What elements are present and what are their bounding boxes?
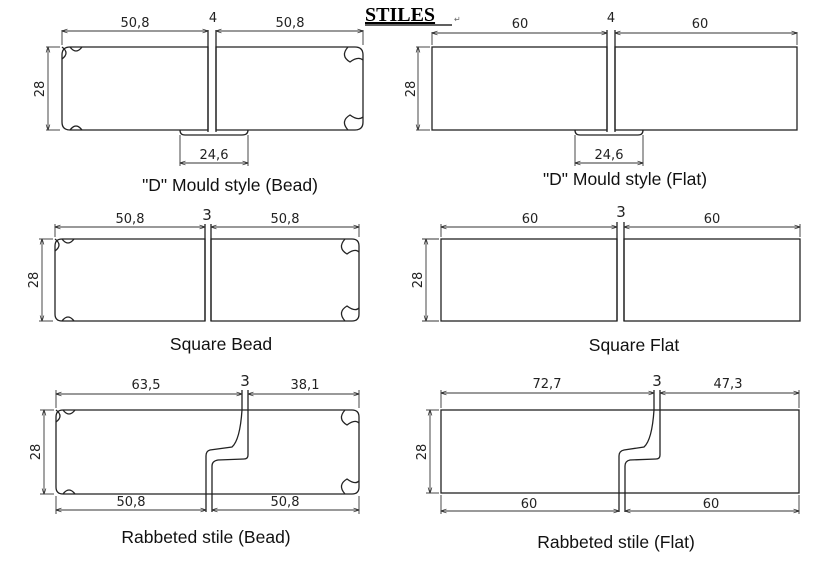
caption-d-mould-flat: "D" Mould style (Flat) xyxy=(543,169,707,189)
dim-height: 28 xyxy=(29,444,44,461)
caption-rabbeted-bead: Rabbeted stile (Bead) xyxy=(121,527,290,547)
stile-profile-right xyxy=(215,46,364,131)
paragraph-mark: ↵ xyxy=(454,15,461,24)
dim-left-width: 60 xyxy=(512,17,529,32)
dim-height: 28 xyxy=(33,81,48,98)
dim-bottom-left-width: 50,8 xyxy=(117,495,146,510)
dimension-height: 28 xyxy=(27,239,53,321)
dimension-height: 28 xyxy=(404,47,430,130)
dim-left-width: 50,8 xyxy=(116,212,145,227)
caption-square-bead: Square Bead xyxy=(170,334,272,354)
stile-profile-left xyxy=(54,238,206,322)
diagram-rabbeted-bead: 63,5 3 38,1 50,8 50,8 28 Rabbeted stile … xyxy=(29,372,360,547)
dim-top-left-width: 72,7 xyxy=(533,377,562,392)
rabbet-joint-line xyxy=(618,390,661,512)
stile-outline xyxy=(440,409,800,494)
stile-outline xyxy=(55,409,360,495)
dim-right-width: 50,8 xyxy=(276,16,305,31)
stile-profile-right xyxy=(210,238,360,322)
dim-right-width: 50,8 xyxy=(271,212,300,227)
dim-bottom-right-width: 50,8 xyxy=(271,495,300,510)
dim-left-width: 60 xyxy=(522,212,539,227)
caption-square-flat: Square Flat xyxy=(589,335,680,355)
diagram-d-mould-flat: 60 4 60 28 24,6 "D" Mould style (Flat) xyxy=(404,11,798,189)
tongue-profile xyxy=(574,129,644,136)
dimension-height: 28 xyxy=(415,410,439,493)
dimension-height: 28 xyxy=(29,410,54,494)
caption-d-mould-bead: "D" Mould style (Bead) xyxy=(142,175,318,195)
dim-height: 28 xyxy=(404,81,419,98)
stile-profile-left xyxy=(431,46,608,131)
dimension-top: 72,7 3 47,3 xyxy=(441,372,799,408)
diagram-square-flat: 60 3 60 28 Square Flat xyxy=(411,203,801,355)
dim-left-width: 50,8 xyxy=(121,16,150,31)
dimension-top: 60 4 60 xyxy=(432,11,797,45)
dimension-tongue: 24,6 xyxy=(575,135,643,166)
dimension-top: 60 3 60 xyxy=(441,203,800,237)
dimension-bottom: 50,8 50,8 xyxy=(56,495,359,514)
page-title: STILES xyxy=(365,4,435,26)
dim-top-right-width: 47,3 xyxy=(714,377,743,392)
dim-gap-width: 3 xyxy=(240,372,250,390)
dimension-height: 28 xyxy=(411,239,439,321)
rabbet-joint-line xyxy=(205,390,249,512)
dimension-tongue: 24,6 xyxy=(180,135,248,166)
dim-gap-width: 3 xyxy=(652,372,662,390)
dimension-bottom: 60 60 xyxy=(441,495,799,514)
dim-bottom-left-width: 60 xyxy=(521,497,538,512)
dim-right-width: 60 xyxy=(704,212,721,227)
stile-profile-left xyxy=(61,46,209,131)
dim-height: 28 xyxy=(411,272,426,289)
diagram-d-mould-bead: 50,8 4 50,8 28 24,6 "D" Mould style (Bea… xyxy=(33,11,364,195)
dimension-top: 50,8 4 50,8 xyxy=(62,11,363,45)
dim-height: 28 xyxy=(27,272,42,289)
dim-gap-width: 4 xyxy=(607,11,615,26)
diagram-square-bead: 50,8 3 50,8 28 Square Bead xyxy=(27,206,360,354)
dim-bottom-right-width: 60 xyxy=(703,497,720,512)
dim-height: 28 xyxy=(415,444,430,461)
dimension-top: 50,8 3 50,8 xyxy=(55,206,359,237)
stile-profile-left xyxy=(440,238,618,322)
tongue-profile xyxy=(179,129,249,136)
dim-gap-width: 3 xyxy=(202,206,212,224)
dimension-height: 28 xyxy=(33,47,60,130)
dim-tongue-width: 24,6 xyxy=(595,148,624,163)
dim-right-width: 60 xyxy=(692,17,709,32)
dim-tongue-width: 24,6 xyxy=(200,148,229,163)
dim-top-left-width: 63,5 xyxy=(132,378,161,393)
dim-gap-width: 4 xyxy=(209,11,217,26)
diagram-rabbeted-flat: 72,7 3 47,3 60 60 28 Rabbeted stile (Fla… xyxy=(415,372,800,552)
stile-profile-right xyxy=(614,46,798,131)
dimension-top: 63,5 3 38,1 xyxy=(56,372,359,408)
dim-top-right-width: 38,1 xyxy=(291,378,320,393)
dim-gap-width: 3 xyxy=(616,203,626,221)
caption-rabbeted-flat: Rabbeted stile (Flat) xyxy=(537,532,695,552)
stile-profile-right xyxy=(623,238,801,322)
